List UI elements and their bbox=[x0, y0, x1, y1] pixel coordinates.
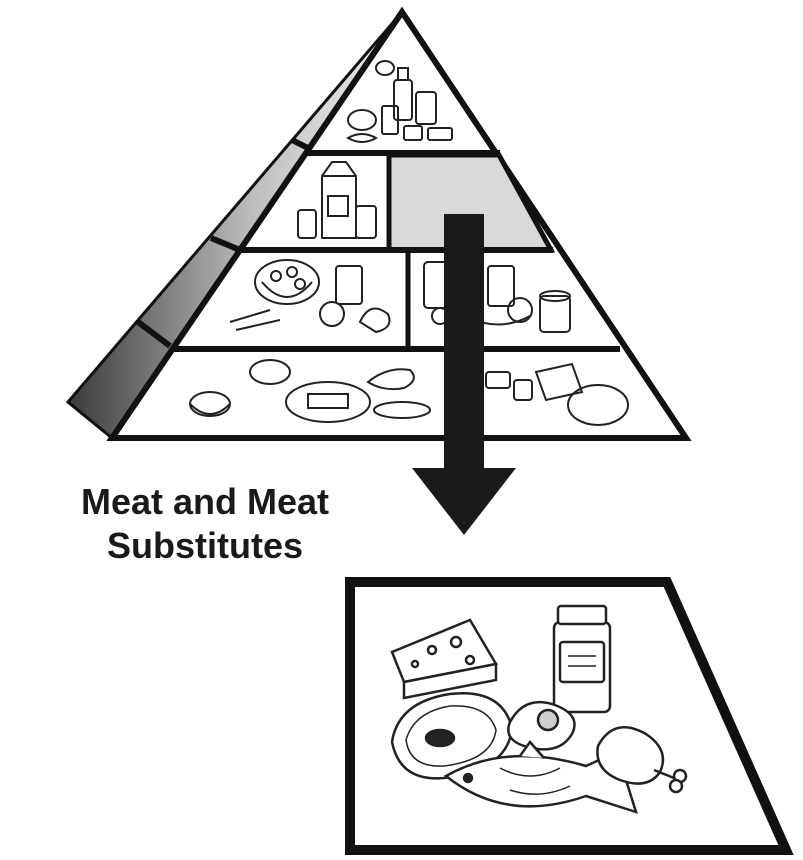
section-caption: Meat and Meat Substitutes bbox=[0, 480, 410, 568]
caption-line-2: Substitutes bbox=[0, 524, 410, 568]
caption-line-1: Meat and Meat bbox=[0, 480, 410, 524]
peanut-butter-jar-icon bbox=[554, 606, 610, 712]
egg-icon bbox=[508, 702, 574, 749]
